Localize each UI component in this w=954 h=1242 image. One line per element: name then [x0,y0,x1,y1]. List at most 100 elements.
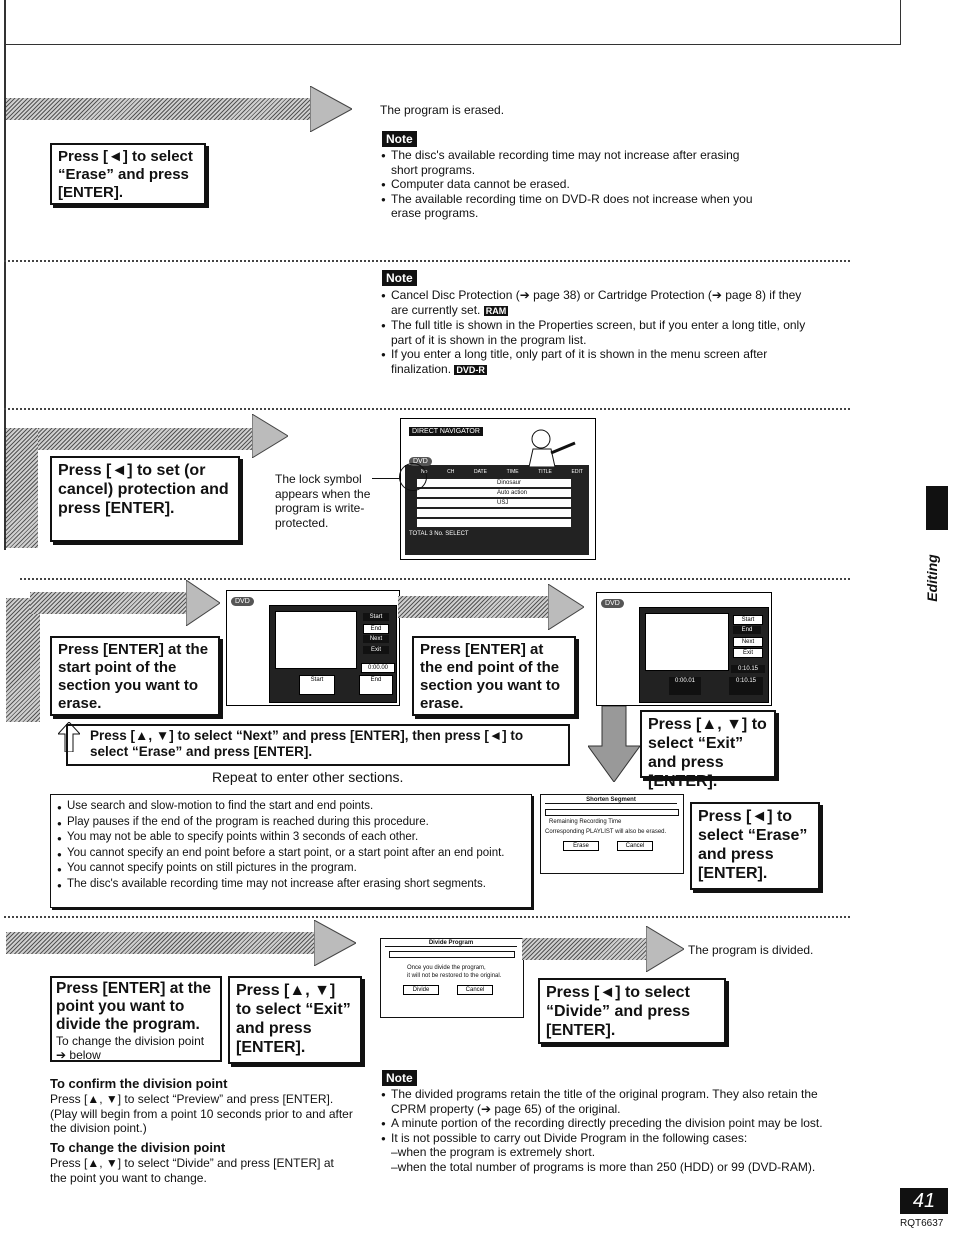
menu-start-button[interactable]: Start [363,613,389,621]
dialog-line: Corresponding PLAYLIST will also be eras… [545,829,667,835]
timecode: 0:00.00 [361,663,395,673]
dialog-title: Divide Program [385,940,517,947]
change-heading: To change the division point [50,1140,226,1155]
menu-end-button[interactable]: End [733,626,761,634]
dialog-title: Shorten Segment [545,797,677,804]
doc-code: RQT6637 [900,1218,944,1229]
flow-arrow-bar [6,932,318,954]
tip-item: You cannot specify an end point before a… [57,846,527,861]
disc-badge: DVD [601,599,624,608]
note-label: Note [382,131,417,147]
cancel-button[interactable]: Cancel [457,985,493,995]
flow-bracket [6,598,40,722]
flow-arrow-head [314,920,356,966]
flow-arrow-bar [6,98,316,120]
table-row[interactable]: Dinosaur [417,479,571,487]
note-item: Cancel Disc Protection (➔ page 38) or Ca… [381,288,813,318]
lock-highlight [399,463,427,491]
tip-item: Play pauses if the end of the program is… [57,815,527,830]
step-start-box: Press [ENTER] at the start point of the … [50,636,220,716]
flow-arrow-bar [30,592,190,614]
table-row[interactable] [417,519,571,527]
dialog-line: it will not be restored to the original. [407,973,502,979]
note-item: The full title is shown in the Propertie… [381,318,813,347]
flow-arrow-head [186,580,220,626]
end-marker: End [359,675,393,695]
step-sub: To change the division point ➔ below [56,1034,205,1062]
tip-item: The disc's available recording time may … [57,877,527,892]
sub-note: –when the total number of programs is mo… [391,1160,816,1174]
menu-exit-button[interactable]: Exit [363,646,389,654]
flow-bracket [6,428,38,548]
flow-arrow-bar [30,428,258,450]
shorten-screen-end: DVD Start End Next Exit 0:10.15 0:00.01 … [596,592,772,706]
tip-item: You may not be able to specify points wi… [57,830,527,846]
tip-item: You cannot specify points on still pictu… [57,861,527,877]
left-rule [4,0,6,550]
menu-exit-button[interactable]: Exit [733,648,763,658]
note-label: Note [382,1070,417,1086]
divider [4,260,850,262]
confirm-heading: To confirm the division point [50,1076,228,1091]
flow-arrow-bar [522,938,650,960]
step-divide-box: Press [◄] to select “Divide” and press [… [538,978,726,1044]
menu-start-button[interactable]: Start [733,615,763,625]
screen-header: DIRECT NAVIGATOR [409,427,483,436]
caption-leader [372,478,406,479]
result-text: The program is divided. [688,943,814,957]
menu-next-button[interactable]: Next [733,637,763,647]
note-item: A minute portion of the recording direct… [381,1116,837,1131]
repeat-text: Repeat to enter other sections. [212,769,404,785]
dialog-bar [545,809,679,816]
note-item: The disc's available recording time may … [381,148,761,177]
dvd-r-tag: DVD-R [454,364,487,375]
flow-arrow-head [548,584,584,630]
start-marker: 0:00.01 [669,677,701,695]
end-marker: 0:10.15 [729,677,763,695]
ram-tag: RAM [483,305,509,316]
table-row[interactable] [417,509,571,517]
divider [4,916,850,918]
col-time: TIME [506,469,519,475]
sub-note: –when the program is extremely short. [391,1145,596,1159]
col-title: TITLE [538,469,552,475]
page-number: 41 [900,1188,948,1214]
shorten-segment-dialog: Shorten Segment Remaining Recording Time… [540,794,684,874]
tip-item: Use search and slow-motion to find the s… [57,799,527,815]
note-item: Computer data cannot be erased. [381,177,761,192]
divide-program-dialog: Divide Program Once you divide the progr… [380,938,524,1018]
down-arrow [588,706,640,782]
dialog-bar [389,951,515,958]
divider [4,408,850,410]
note-label: Note [382,270,417,286]
step-next-box: Press [▲, ▼] to select “Next” and press … [66,724,570,766]
menu-end-button[interactable]: End [363,624,389,634]
note-list: The divided programs retain the title of… [381,1087,837,1145]
note-item: The available recording time on DVD-R do… [381,192,761,221]
cancel-button[interactable]: Cancel [617,841,653,851]
flow-arrow-head [646,926,684,972]
side-tab-block [926,486,948,530]
step-end-box: Press [ENTER] at the end point of the se… [412,636,576,716]
repeat-arrow-icon [58,722,80,752]
note-item: It is not possible to carry out Divide P… [381,1131,837,1146]
dialog-line: Once you divide the program, [407,965,486,971]
step-title: Press [ENTER] at the point you want to d… [56,980,212,1033]
preview-pane [275,611,357,669]
erase-button[interactable]: Erase [563,841,599,851]
top-border [4,0,901,45]
divide-button[interactable]: Divide [403,985,439,995]
col-date: DATE [473,469,487,475]
col-ch: CH [447,469,455,475]
menu-next-button[interactable]: Next [363,635,389,643]
lock-caption: The lock symbol appears when the program… [275,472,371,530]
table-row[interactable]: USJ [417,499,571,507]
change-body: Press [▲, ▼] to select “Divide” and pres… [50,1156,334,1185]
table-row[interactable]: Auto action [417,489,571,497]
col-edit: EDIT [571,469,583,475]
step-exit-box: Press [▲, ▼] to select “Exit” and press … [640,710,776,790]
step-erase-box: Press [◄] to select “Erase” and press [E… [50,143,206,205]
flow-arrow-head [252,414,288,458]
presenter-illustration [528,429,576,467]
